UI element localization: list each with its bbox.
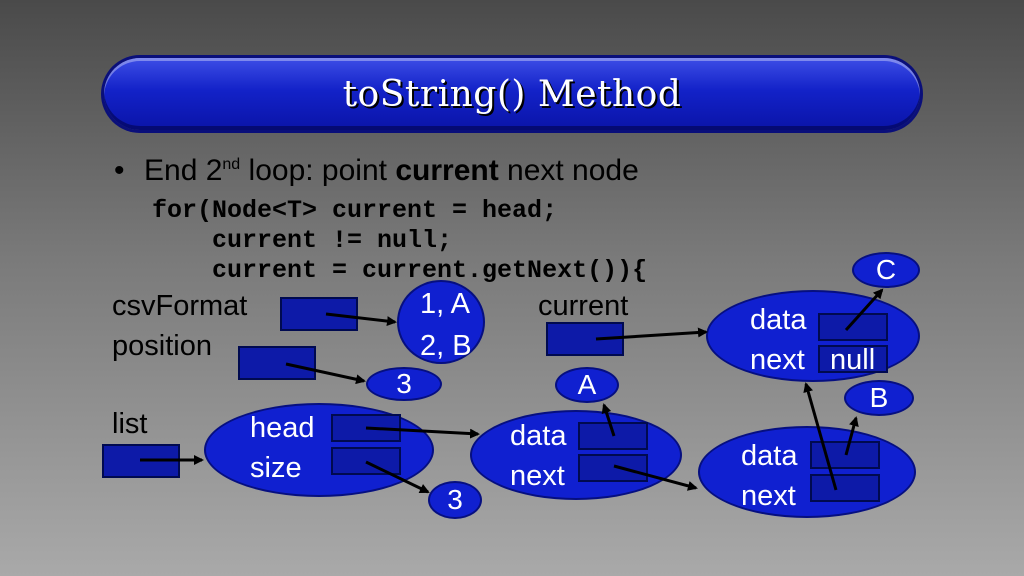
node-1-next-label: next (510, 460, 565, 492)
arrow-current (595, 327, 708, 341)
list-size-label: size (250, 452, 302, 484)
csvformat-value-line1: 1, A (420, 288, 470, 320)
slide-title: toString() Method (342, 73, 682, 115)
code-line-1: for(Node<T> current = head; (152, 196, 558, 225)
arrow-position (285, 362, 366, 385)
arrow-node1-next (613, 464, 698, 491)
bullet-prefix: End 2 (144, 154, 223, 187)
node-2-next-field (810, 474, 880, 502)
node-3-next-field (818, 345, 888, 373)
node-3-null-label: null (830, 344, 876, 376)
arrow-node2-next (803, 382, 838, 491)
node-2-data-field (810, 441, 880, 469)
node-2-next-label: next (741, 480, 796, 512)
position-value: 3 (366, 367, 442, 401)
size-value: 3 (428, 481, 482, 519)
current-label: current (538, 290, 629, 322)
position-label: position (112, 330, 212, 362)
code-line-2: current != null; (152, 226, 453, 255)
bullet-suffix: next node (498, 154, 639, 187)
node-1-data-label: data (510, 420, 567, 452)
bullet-dot-icon: • (114, 154, 125, 187)
bullet-middle: loop: point (240, 154, 396, 187)
csvformat-pointer (280, 297, 358, 331)
list-size-field (331, 447, 401, 475)
node-1-value: A (555, 367, 619, 403)
node-1-next-field (578, 454, 648, 482)
list-label: list (112, 408, 148, 440)
arrow-node2-data (844, 416, 859, 456)
node-2-data-label: data (741, 440, 798, 472)
bullet-superscript: nd (222, 156, 241, 173)
arrow-size (365, 460, 430, 494)
csvformat-value-line2: 2, B (420, 330, 472, 362)
arrow-head (365, 426, 480, 439)
bullet-bold: current (395, 154, 499, 187)
list-head-label: head (250, 412, 315, 444)
node-3-data-label: data (750, 304, 807, 336)
node-2-value: B (844, 380, 914, 416)
arrow-node1-data (601, 403, 616, 437)
position-pointer (238, 346, 316, 380)
node-3-next-label: next (750, 344, 805, 376)
node-3-data-field (818, 313, 888, 341)
arrow-node3-data (844, 288, 884, 332)
csvformat-label: csvFormat (112, 290, 248, 322)
csvformat-value (397, 280, 485, 364)
node-3-value: C (852, 252, 920, 288)
code-line-3: current = current.getNext()){ (152, 256, 648, 285)
title-bar: toString() Method (104, 58, 920, 130)
bullet-point: • End 2nd loop: point current next node (114, 154, 639, 188)
arrow-csvformat (325, 312, 397, 327)
